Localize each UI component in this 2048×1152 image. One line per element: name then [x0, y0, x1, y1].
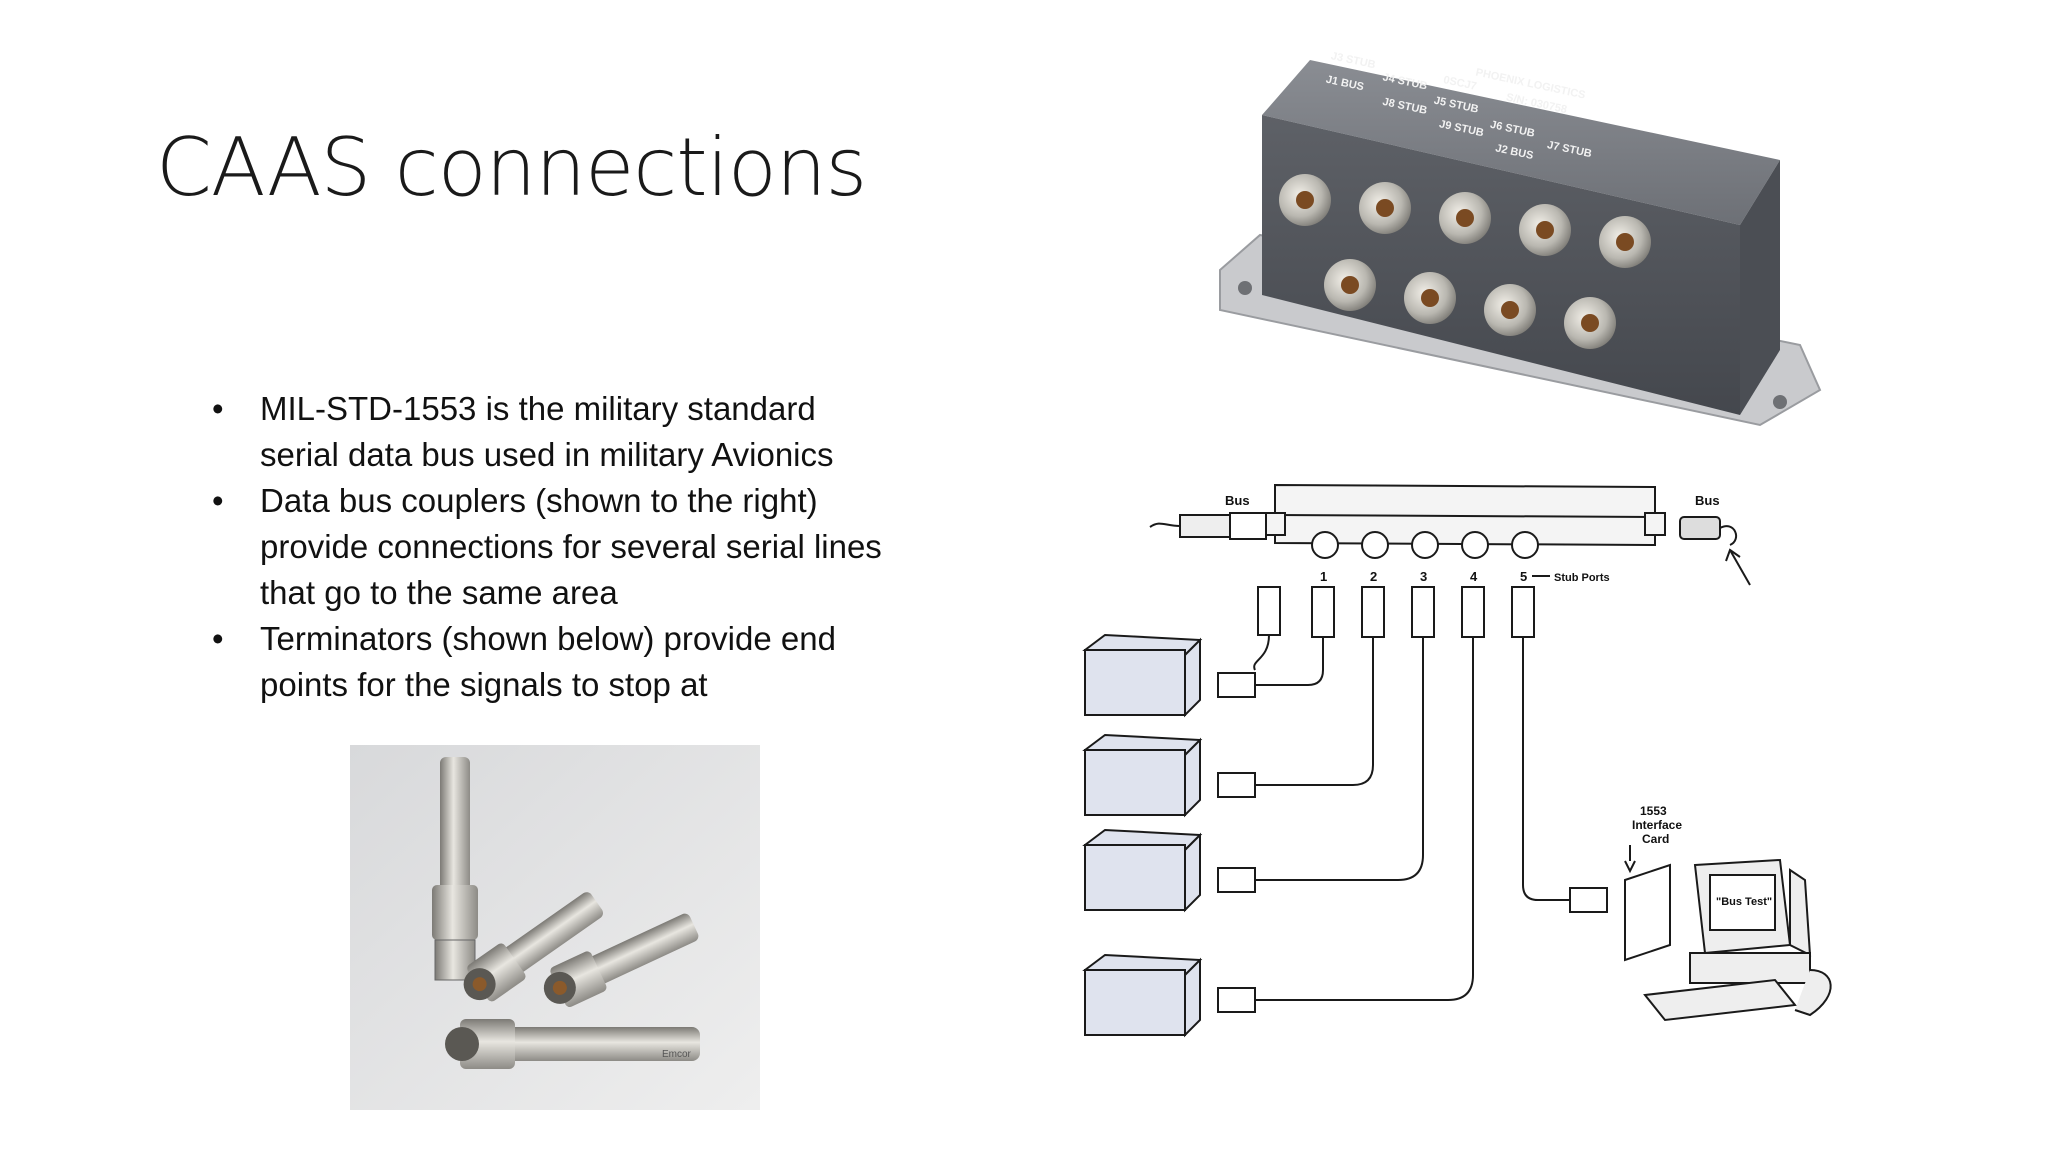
computer-screen-text: "Bus Test" [1716, 896, 1772, 908]
terminator-angled [463, 892, 604, 1002]
stub-number: 2 [1370, 569, 1377, 584]
stub-number: 5 [1520, 569, 1527, 584]
bnc-connector [1484, 284, 1536, 336]
computer-icon [1643, 858, 1832, 1022]
coupler-connectors [1279, 174, 1651, 349]
bnc-connector [1324, 259, 1376, 311]
bnc-connector [1519, 204, 1571, 256]
slide-title: CAAS connections [156, 121, 867, 214]
terminators-photo: Emcor [350, 745, 760, 1110]
bullet-item: • Terminators (shown below) provide end … [200, 616, 900, 708]
terminator-angled [543, 913, 699, 1008]
bnc-connector [1439, 192, 1491, 244]
stub-cable-connectors [1253, 586, 1535, 671]
terminator-vertical [432, 757, 478, 981]
bus-coupler-photo: PHOENIX LOGISTICS 0SCJ7 S/N: 030758 J3 S… [1219, 50, 1822, 427]
avionics-box [1082, 633, 1203, 718]
terminator-engraving: Emcor [662, 1049, 692, 1060]
interface-card-label-line: 1553 [1640, 804, 1667, 818]
bullet-item: • MIL-STD-1553 is the military standard … [200, 386, 900, 478]
stub-number: 1 [1320, 569, 1327, 584]
terminator-horizontal: Emcor [445, 1019, 700, 1069]
stub-numbers: 1 2 3 4 5 [1320, 569, 1527, 584]
bullet-text: Terminators (shown below) provide end po… [260, 620, 836, 703]
avionics-box [1082, 828, 1203, 913]
avionics-box [1082, 733, 1203, 818]
stub-ports-label: Stub Ports [1554, 572, 1610, 584]
bullet-item: • Data bus couplers (shown to the right)… [200, 478, 900, 616]
bnc-connector [1564, 297, 1616, 349]
bus-right-connector [1679, 516, 1751, 586]
bus-left-label: Bus [1225, 493, 1250, 508]
bullet-list: • MIL-STD-1553 is the military standard … [200, 386, 900, 708]
interface-card-label-line: Card [1642, 832, 1669, 846]
bullet-glyph: • [212, 390, 224, 427]
coupler-stub-connectors [1311, 531, 1539, 559]
bnc-connector [1599, 216, 1651, 268]
avionics-box [1082, 953, 1203, 1038]
stub-number: 4 [1470, 569, 1478, 584]
bnc-connector [1359, 182, 1411, 234]
interface-card [1624, 845, 1671, 962]
bnc-connector [1279, 174, 1331, 226]
stub-cables [1255, 637, 1570, 1001]
bullet-glyph: • [212, 482, 224, 519]
diagram-coupler [1264, 483, 1666, 547]
device-connectors [1217, 672, 1608, 1013]
interface-card-label: 1553 Interface Card [1632, 804, 1682, 846]
stub-number: 3 [1420, 569, 1427, 584]
bus-wiring-diagram: Bus Bus 1 2 3 4 5 Stub Ports [1082, 483, 1832, 1038]
bullet-text: Data bus couplers (shown to the right) p… [260, 482, 882, 611]
bus-right-label: Bus [1695, 493, 1720, 508]
interface-card-label-line: Interface [1632, 818, 1682, 832]
bullet-glyph: • [212, 620, 224, 657]
bus-left-connector [1149, 512, 1267, 540]
bnc-connector [1404, 272, 1456, 324]
bullet-text: MIL-STD-1553 is the military standard se… [260, 390, 834, 473]
